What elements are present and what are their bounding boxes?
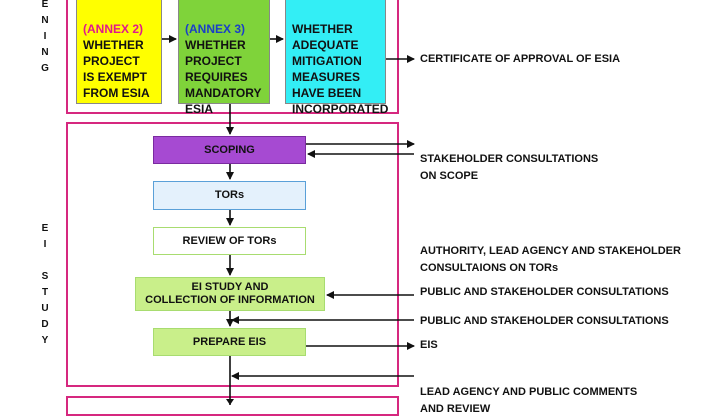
screening-box-annex-2: (ANNEX 2) WHETHER PROJECT IS EXEMPT FROM … [76,0,162,104]
ei-study-label-text-letter: Y [41,335,49,346]
screening-box-mitigation: WHETHER ADEQUATE MITIGATION MEASURES HAV… [285,0,388,116]
ei-study-label-text-letter: U [41,303,49,314]
annex-3-heading: (ANNEX 3) [185,22,246,36]
ei-study-label: EI STUDY AND COLLECTION OF INFORMATION [145,281,315,306]
annex-2-text: WHETHER PROJECT IS EXEMPT FROM ESIA [83,38,150,100]
ei-study-label-text-letter: I [43,239,47,250]
ei-study-stage-frame [66,122,399,387]
screening-box-annex-3: (ANNEX 3) WHETHER PROJECT REQUIRES MANDAT… [178,0,270,116]
review-tors-label: REVIEW OF TORs [182,234,277,247]
screening-stage-frame [66,0,399,114]
screening-label-text-letter: I [43,31,47,42]
eis-note: EIS [420,339,438,351]
prepare-eis-step: PREPARE EIS [153,328,306,356]
tors-label: TORs [214,189,245,201]
connector-lines [162,35,415,405]
scoping-step: SCOPING [153,136,306,164]
certificate-note: CERTIFICATE OF APPROVAL OF ESIA [420,53,621,65]
tors-step: TORs [153,181,306,210]
annex-3-text: WHETHER PROJECT REQUIRES MANDATORY ESIA [185,38,262,116]
screening-label-text-letter: N [41,47,49,58]
arrow-head-bottom [226,399,234,405]
public-consultation-note-1: PUBLIC AND STAKEHOLDER CONSULTATIONS [420,286,669,298]
prepare-eis-label: PREPARE EIS [192,335,267,348]
ei-study-label-text-letter: E [41,223,49,234]
ei-study-label-text-letter: S [41,271,49,282]
authority-tors-note: AUTHORITY, LEAD AGENCY AND STAKEHOLDER C… [420,245,681,274]
review-tors-step: REVIEW OF TORs [153,227,306,255]
ei-study-label-text-letter: T [41,287,49,298]
screening-label-text-letter: E [41,0,49,10]
ei-study-step: EI STUDY AND COLLECTION OF INFORMATION [135,277,325,311]
scoping-label: SCOPING [204,143,255,156]
stakeholder-scope-note: STAKEHOLDER CONSULTATIONS ON SCOPE [420,153,599,182]
public-consultation-note-2: PUBLIC AND STAKEHOLDER CONSULTATIONS [420,315,669,327]
screening-label-text-letter: G [41,63,49,74]
mitigation-text: WHETHER ADEQUATE MITIGATION MEASURES HAV… [292,22,389,116]
screening-label-text-letter: N [41,15,49,26]
ei-study-label-text-letter: D [41,319,49,330]
annex-2-heading: (ANNEX 2) [83,22,144,36]
